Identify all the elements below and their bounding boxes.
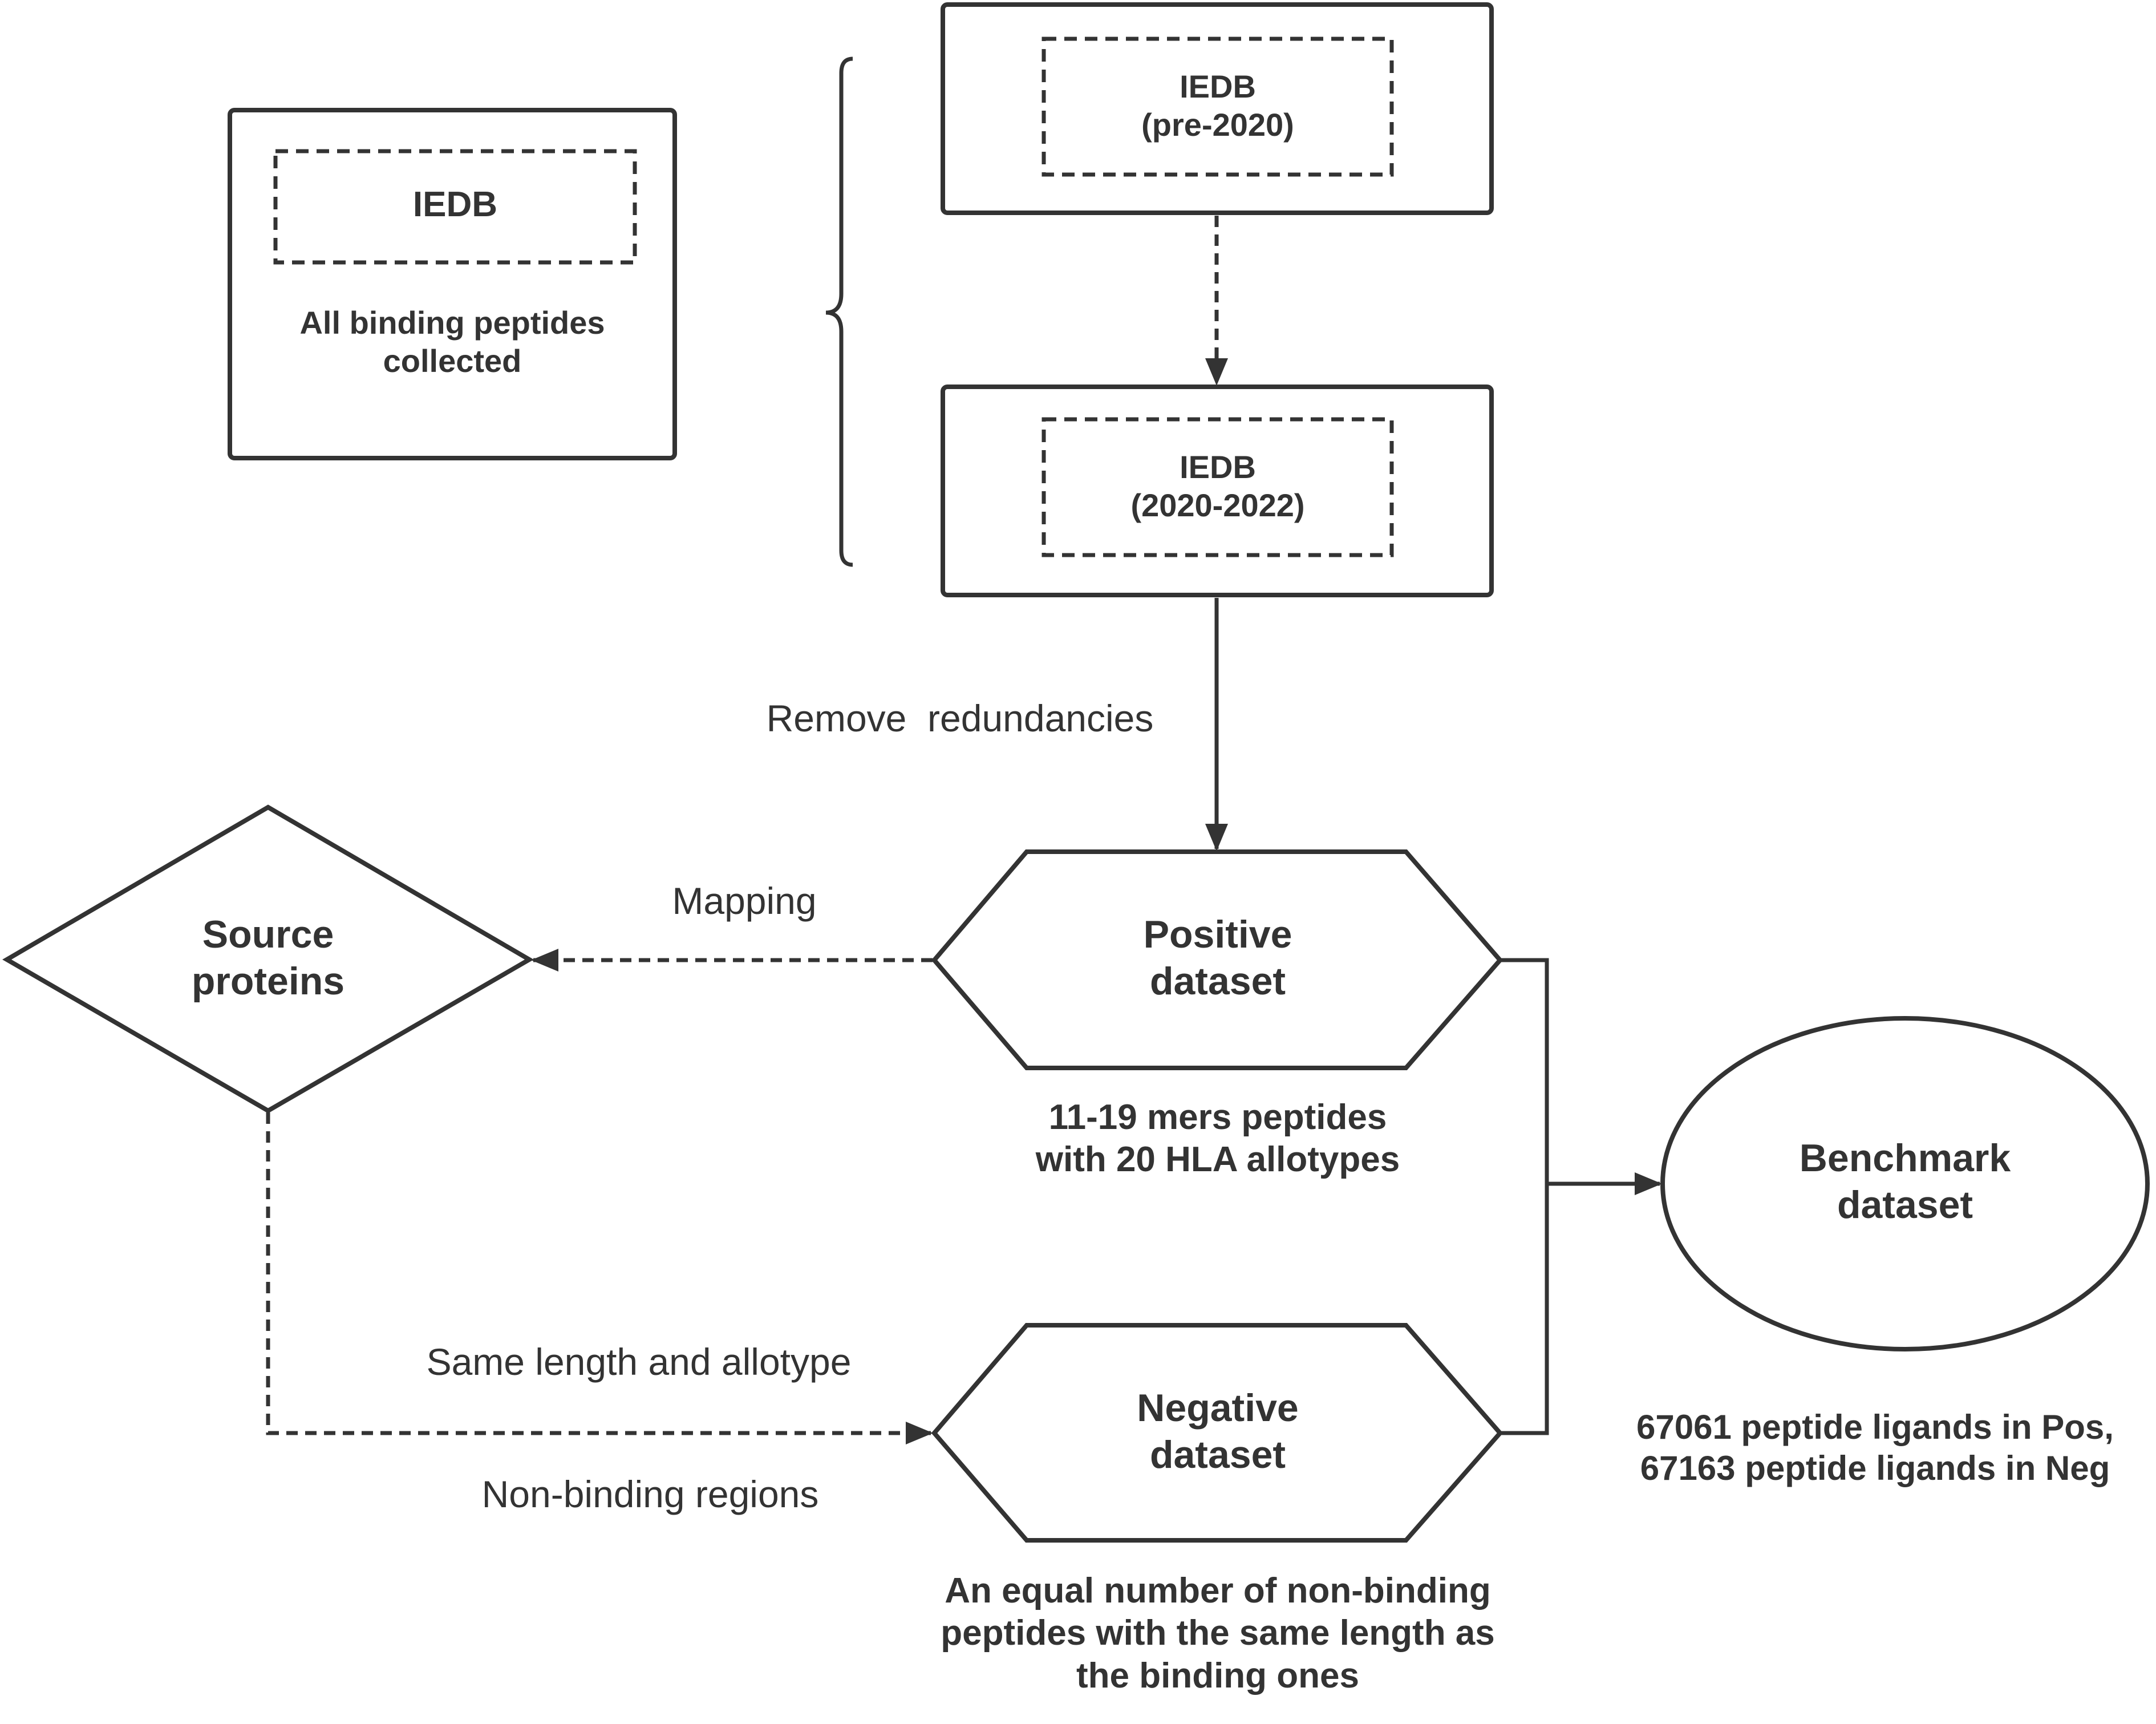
negative-note-line3: the binding ones [1076, 1656, 1359, 1695]
iedb-2020-2022-line2: (2020-2022) [1130, 487, 1305, 524]
iedb-all-box [228, 108, 677, 460]
negative-dataset-note: An equal number of non-binding peptides … [890, 1570, 1546, 1697]
benchmark-line1: Benchmark [1799, 1136, 2011, 1180]
benchmark-line2: dataset [1837, 1183, 1973, 1227]
iedb-pre2020-line2: (pre-2020) [1141, 107, 1294, 143]
iedb-pre2020-box [941, 2, 1494, 215]
positive-note-line2: with 20 HLA allotypes [1035, 1140, 1400, 1180]
positive-dataset-line1: Positive [1143, 913, 1292, 956]
arrow-source-to-negative [266, 1112, 933, 1444]
iedb-2020-2022-inner-box [1041, 417, 1394, 557]
negative-dataset-label: Negative dataset [1044, 1385, 1392, 1478]
iedb-all-caption-line1: All binding peptides [299, 305, 605, 341]
benchmark-note-line2: 67163 peptide ligands in Neg [1640, 1449, 2110, 1487]
positive-dataset-hexagon [931, 849, 1503, 1070]
iedb-all-inner-box [273, 149, 637, 265]
source-proteins-line1: Source [202, 913, 334, 956]
iedb-all-caption: All binding peptides collected [230, 303, 675, 380]
iedb-2020-2022-line1: IEDB [1180, 449, 1256, 485]
curly-brace [825, 56, 853, 567]
positive-dataset-label: Positive dataset [1044, 912, 1392, 1005]
mapping-label: Mapping [672, 880, 817, 922]
benchmark-dataset-note: 67061 peptide ligands in Pos, 67163 pept… [1597, 1407, 2153, 1489]
negative-note-line2: peptides with the same length as [941, 1613, 1495, 1653]
iedb-all-caption-line2: collected [383, 343, 522, 379]
positive-dataset-line2: dataset [1149, 959, 1286, 1003]
iedb-2020-2022-box [941, 385, 1494, 597]
non-binding-regions-label: Non-binding regions [481, 1473, 819, 1515]
positive-dataset-note: 11-19 mers peptides with 20 HLA allotype… [930, 1096, 1506, 1181]
positive-note-line1: 11-19 mers peptides [1048, 1098, 1387, 1137]
iedb-pre2020-inner-box [1041, 37, 1394, 177]
negative-dataset-hexagon [931, 1323, 1503, 1543]
benchmark-dataset-ellipse [1660, 1016, 2150, 1351]
same-length-allotype-label: Same length and allotype [426, 1341, 852, 1383]
source-proteins-diamond [2, 804, 534, 1114]
benchmark-note-line1: 67061 peptide ligands in Pos, [1636, 1408, 2114, 1446]
negative-note-line1: An equal number of non-binding [945, 1571, 1491, 1610]
negative-dataset-line1: Negative [1137, 1386, 1299, 1430]
source-proteins-label: Source proteins [125, 912, 411, 1005]
remove-redundancies-label: Remove redundancies [766, 697, 1154, 739]
connector-positive [1500, 958, 1549, 1435]
negative-dataset-line2: dataset [1149, 1432, 1286, 1476]
iedb-pre2020-label: IEDB (pre-2020) [1044, 67, 1392, 144]
iedb-all-title: IEDB [412, 185, 498, 224]
source-proteins-line2: proteins [191, 959, 345, 1003]
iedb-pre2020-line1: IEDB [1180, 68, 1256, 104]
iedb-2020-2022-label: IEDB (2020-2022) [1044, 448, 1392, 524]
benchmark-dataset-label: Benchmark dataset [1734, 1135, 2076, 1228]
